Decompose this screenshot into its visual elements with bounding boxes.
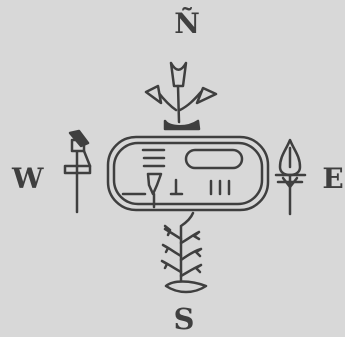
south-label: S — [169, 305, 199, 334]
east-label: E — [318, 165, 345, 193]
north-label: Ñ — [172, 10, 202, 38]
cartouche-icon — [108, 137, 268, 210]
offering-stand-icon — [276, 140, 305, 214]
papyrus-plant-icon — [162, 213, 206, 292]
standard-icon — [65, 131, 90, 212]
lotus-plant-icon — [146, 63, 216, 129]
west-label: W — [12, 165, 42, 193]
